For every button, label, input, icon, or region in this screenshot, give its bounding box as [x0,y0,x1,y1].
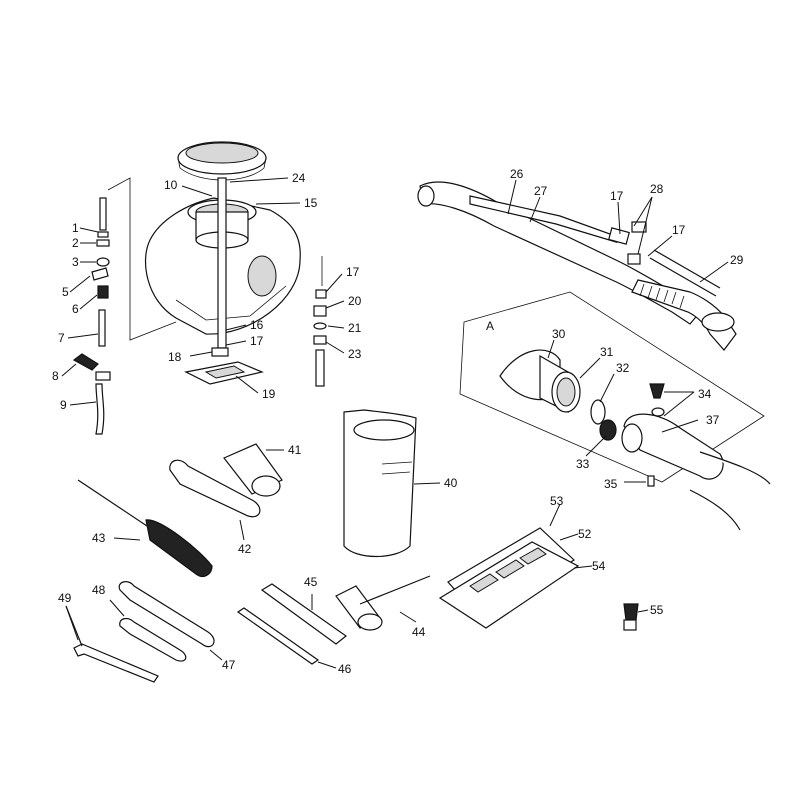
callout-52: 52 [578,527,592,541]
callout-45: 45 [304,575,318,589]
callout-21: 21 [348,321,362,335]
plug-55 [623,603,649,631]
box-wrench-45 [260,583,347,645]
callout-17-fitting: 17 [346,265,360,279]
callout-40: 40 [444,476,458,490]
callout-10: 10 [164,178,178,192]
callout-16: 16 [250,318,264,332]
callout-15: 15 [304,196,318,210]
intake-assembly-group-a [459,291,771,531]
callout-7: 7 [58,331,65,345]
callout-9: 9 [60,398,67,412]
callout-17-pipe-left: 17 [610,189,624,203]
callout-54: 54 [592,559,606,573]
callout-49: 49 [58,591,72,605]
measuring-jug [343,409,441,557]
callout-27: 27 [534,184,548,198]
callout-2: 2 [72,236,79,250]
callout-44: 44 [412,625,426,639]
socket-wrench-41 [223,443,284,497]
hex-key-49 [65,605,159,683]
filter-cover-52-53-54 [438,503,593,629]
callout-24: 24 [292,171,306,185]
callout-41: 41 [288,443,302,457]
callout-31: 31 [600,345,614,359]
callout-23: 23 [348,347,362,361]
blower-pipe-assembly [417,179,737,351]
callout-18: 18 [168,350,182,364]
callout-28: 28 [650,182,664,196]
callout-48: 48 [92,583,106,597]
callout-43: 43 [92,531,106,545]
callout-1: 1 [72,221,79,235]
fuel-line-assembly [61,177,177,435]
callout-17-pipe-right: 17 [672,223,686,237]
callout-20: 20 [348,294,362,308]
callout-42: 42 [238,542,252,556]
callout-19: 19 [262,387,276,401]
callout-8: 8 [52,369,59,383]
tank-fittings [313,256,345,387]
callout-group-a: A [486,319,494,333]
callout-37: 37 [706,413,720,427]
callout-26: 26 [510,167,524,181]
callout-labels: 1 2 3 5 6 7 8 9 10 24 15 16 17 18 19 17 … [52,167,744,676]
callout-55: 55 [650,603,664,617]
double-wrench-48 [109,599,187,662]
callout-6: 6 [72,302,79,316]
double-wrench-47 [118,581,223,661]
callout-32: 32 [616,361,630,375]
callout-34: 34 [698,387,712,401]
callout-47: 47 [222,658,236,672]
callout-17-tank: 17 [250,334,264,348]
callout-46: 46 [338,662,352,676]
fuel-tank-assembly [144,141,301,394]
callout-5: 5 [62,285,69,299]
screwdriver-43 [77,479,213,578]
callout-29: 29 [730,253,744,267]
callout-3: 3 [72,255,79,269]
callout-53: 53 [550,494,564,508]
bar-46 [236,607,337,669]
open-wrench-42 [169,459,261,541]
callout-35: 35 [604,477,618,491]
callout-33: 33 [576,457,590,471]
callout-30: 30 [552,327,566,341]
spark-plug-wrench-44 [335,575,431,631]
